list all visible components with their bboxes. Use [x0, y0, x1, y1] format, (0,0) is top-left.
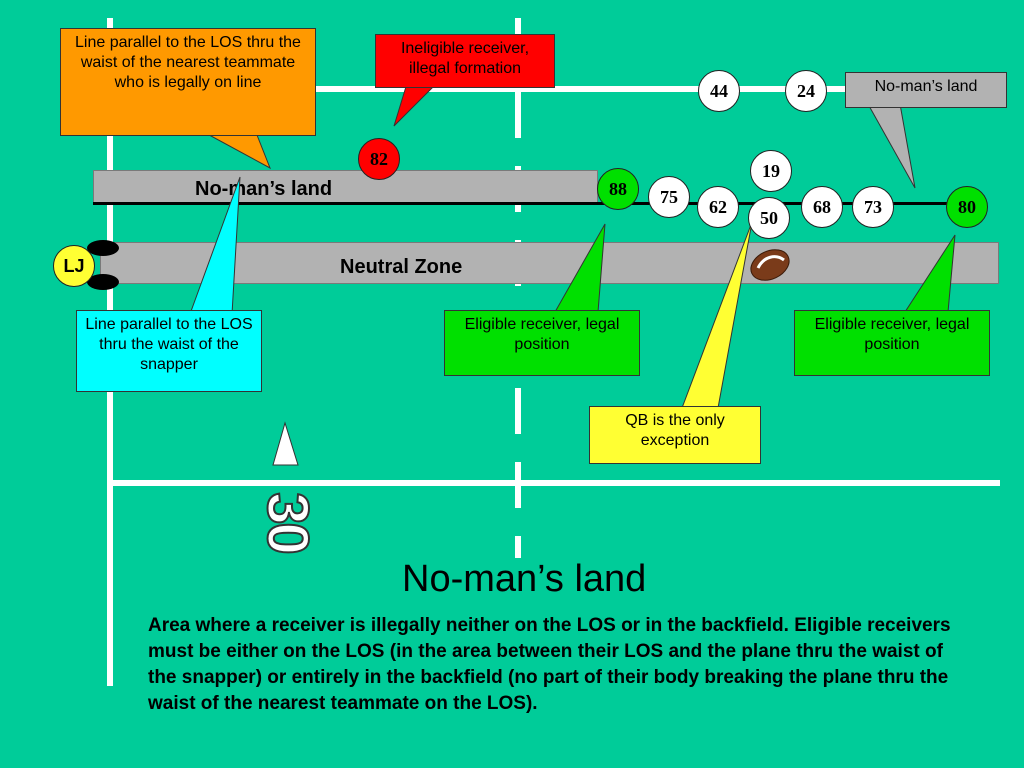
player-19: 19 — [750, 150, 792, 192]
football-icon — [750, 249, 790, 281]
player-68: 68 — [801, 186, 843, 228]
line-judge-marker — [87, 240, 119, 290]
player-44: 44 — [698, 70, 740, 112]
callout-eligible-left: Eligible receiver, legal position — [444, 310, 640, 376]
callout-eligible-right: Eligible receiver, legal position — [794, 310, 990, 376]
player-24: 24 — [785, 70, 827, 112]
yard-line-bottom — [113, 480, 1000, 486]
callout-snapper-line: Line parallel to the LOS thru the waist … — [76, 310, 262, 392]
player-88: 88 — [597, 168, 639, 210]
yard-number-30: 30 — [234, 491, 340, 554]
neutral-zone-label: Neutral Zone — [340, 256, 463, 278]
description-text: Area where a receiver is illegally neith… — [148, 615, 951, 714]
player-73: 73 — [852, 186, 894, 228]
yard-line-top — [113, 86, 1000, 92]
yard-arrow-icon — [272, 421, 299, 466]
green-left-pointer — [554, 223, 606, 313]
player-82: 82 — [358, 138, 400, 180]
slide-title: No-man’s land — [402, 558, 647, 600]
yellow-pointer — [681, 221, 753, 409]
callout-ineligible-receiver: Ineligible receiver, illegal formation — [375, 34, 555, 88]
player-75: 75 — [648, 176, 690, 218]
no-mans-land-label: No-man’s land — [195, 178, 333, 200]
yard-number-text: 30 — [253, 491, 320, 554]
callout-no-mans-land: No-man’s land — [845, 72, 1007, 108]
cyan-pointer — [189, 176, 241, 315]
yard-line-dashed — [515, 18, 521, 558]
green-right-pointer — [904, 234, 956, 313]
neutral-zone-band — [100, 242, 999, 284]
gray-pointer — [867, 103, 916, 189]
callout-nearest-teammate-line: Line parallel to the LOS thru the waist … — [60, 28, 316, 136]
los-line — [93, 202, 976, 205]
callout-qb-exception: QB is the only exception — [589, 406, 761, 464]
line-judge-lj: LJ — [53, 245, 95, 287]
player-62: 62 — [697, 186, 739, 228]
player-50: 50 — [748, 197, 790, 239]
player-80: 80 — [946, 186, 988, 228]
